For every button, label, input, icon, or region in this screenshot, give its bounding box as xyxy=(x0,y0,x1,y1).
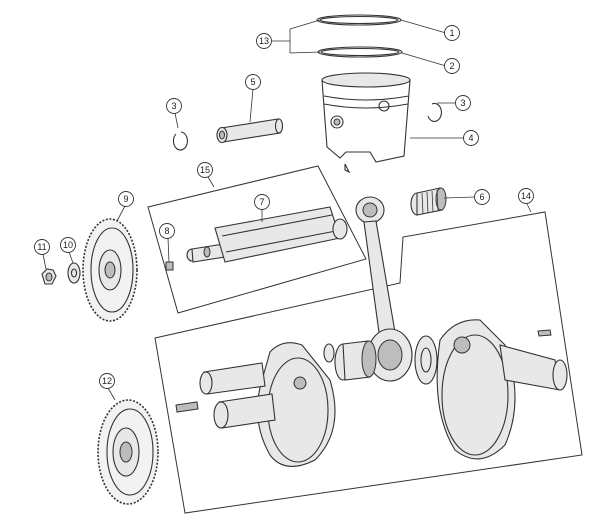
callout-label: 3 xyxy=(171,101,176,111)
crankshaft-gear xyxy=(97,399,159,505)
connecting-rod xyxy=(355,196,413,382)
leader-lines xyxy=(42,19,532,401)
callout-4: 4 xyxy=(463,130,479,146)
callout-13: 13 xyxy=(256,33,272,49)
callout-2: 2 xyxy=(444,58,460,74)
nut xyxy=(41,268,57,285)
callout-14: 14 xyxy=(518,188,534,204)
callout-label: 15 xyxy=(200,165,210,175)
callout-label: 5 xyxy=(250,77,255,87)
callout-label: 6 xyxy=(479,192,484,202)
callout-1: 1 xyxy=(444,25,460,41)
frame-crankshaft-assembly xyxy=(154,211,583,514)
callout-label: 1 xyxy=(449,28,454,38)
callout-5: 5 xyxy=(245,74,261,90)
callout-label: 8 xyxy=(164,226,169,236)
crank-key xyxy=(175,401,199,413)
callout-label: 3 xyxy=(460,98,465,108)
callout-label: 7 xyxy=(259,197,264,207)
circlip-right xyxy=(427,102,442,122)
callout-label: 14 xyxy=(521,191,531,201)
callout-8: 8 xyxy=(159,223,175,239)
thrust-washer-left xyxy=(323,343,335,363)
callout-label: 9 xyxy=(123,194,128,204)
callout-label: 13 xyxy=(259,36,269,46)
callout-3-right: 3 xyxy=(455,95,471,111)
callout-9: 9 xyxy=(118,191,134,207)
crankshaft-half-right xyxy=(436,319,568,460)
balance-shaft xyxy=(186,206,348,263)
callout-label: 10 xyxy=(63,240,73,250)
callout-10: 10 xyxy=(60,237,76,253)
shaft-key xyxy=(165,261,174,271)
balance-shaft-gear xyxy=(82,218,138,322)
piston-ring-top xyxy=(316,14,402,26)
piston-ring-second xyxy=(317,46,403,58)
washer xyxy=(67,262,81,284)
callout-7: 7 xyxy=(254,194,270,210)
callout-15: 15 xyxy=(197,162,213,178)
callout-label: 12 xyxy=(102,376,112,386)
needle-bearing xyxy=(410,187,447,216)
callout-label: 2 xyxy=(449,61,454,71)
callout-12: 12 xyxy=(99,373,115,389)
circlip-left xyxy=(172,131,188,151)
piston-pin xyxy=(216,118,284,144)
callout-11: 11 xyxy=(34,239,50,255)
piston xyxy=(321,72,411,174)
callout-3-left: 3 xyxy=(166,98,182,114)
thrust-washer-right xyxy=(414,335,438,385)
callout-6: 6 xyxy=(474,189,490,205)
callout-label: 11 xyxy=(37,242,46,252)
callout-label: 4 xyxy=(468,133,473,143)
crank-pin-bearing xyxy=(334,340,377,381)
frame-balance-shaft-assembly xyxy=(147,165,367,314)
crankshaft-half-left xyxy=(199,342,336,467)
